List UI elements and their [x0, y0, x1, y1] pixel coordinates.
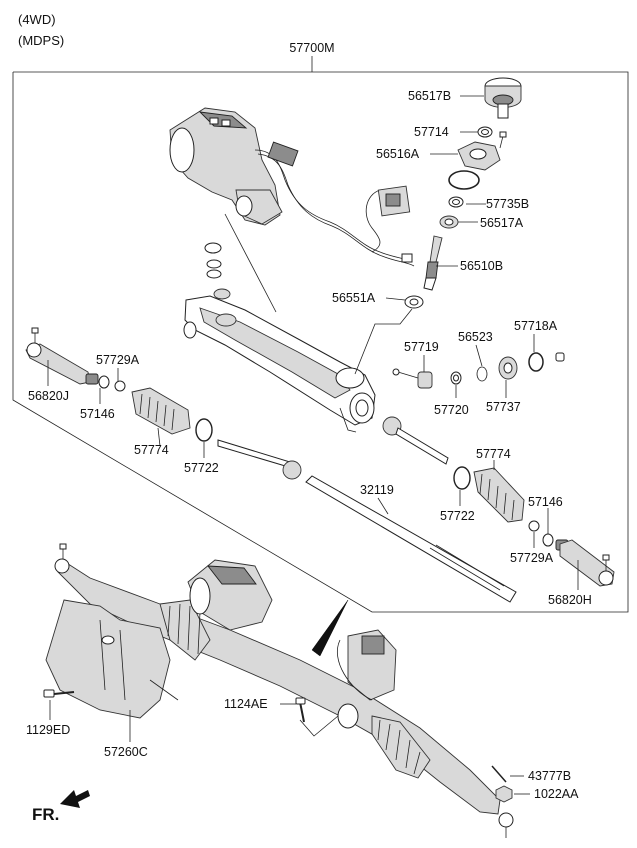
boot-57774-right[interactable]: [473, 467, 525, 523]
part-label-1124AE: 1124AE: [224, 697, 268, 711]
part-label-57722-right: 57722: [440, 509, 475, 523]
part-label-57719: 57719: [404, 340, 439, 354]
part-label-56516A: 56516A: [376, 147, 420, 161]
motor-ecu-unit[interactable]: [169, 107, 283, 226]
part-label-56517A: 56517A: [480, 216, 524, 230]
part-label-56523: 56523: [458, 330, 493, 344]
part-label-57774-right: 57774: [476, 447, 511, 461]
band-57722-left[interactable]: [195, 418, 213, 442]
band-57722-right[interactable]: [453, 466, 471, 490]
part-label-57146-right: 57146: [528, 495, 563, 509]
complete-gear-assembly[interactable]: [54, 543, 514, 838]
part-label-56820J: 56820J: [28, 389, 69, 403]
yoke-57737[interactable]: [498, 356, 518, 380]
locknut-57718A[interactable]: [528, 352, 565, 372]
part-label-32119: 32119: [360, 483, 394, 497]
assembly-number-label: 57700M: [289, 41, 334, 55]
part-label-57146-left: 57146: [80, 407, 115, 421]
part-label-57718A: 57718A: [514, 319, 558, 333]
part-label-1022AA: 1022AA: [534, 787, 579, 801]
housing-cover-56516A[interactable]: [457, 131, 507, 171]
part-label-57260C: 57260C: [104, 745, 148, 759]
rack-bar-32119[interactable]: [305, 475, 517, 603]
tie-rod-end-56820H[interactable]: [555, 539, 615, 587]
bearing-56517A[interactable]: [439, 215, 459, 229]
part-label-57729A-left: 57729A: [96, 353, 140, 367]
boot-57774-left[interactable]: [131, 387, 191, 435]
part-label-56551A: 56551A: [332, 291, 376, 305]
nut-1022AA[interactable]: [495, 785, 513, 803]
part-label-56820H: 56820H: [548, 593, 592, 607]
part-label-43777B: 43777B: [528, 769, 571, 783]
part-label-57720: 57720: [434, 403, 469, 417]
inner-tie-rod-right[interactable]: [382, 416, 449, 465]
front-direction-arrow-icon: [60, 790, 90, 808]
ring-56523[interactable]: [476, 366, 488, 382]
gear-housing[interactable]: [183, 295, 376, 433]
inner-tie-rod-left[interactable]: [217, 439, 302, 480]
part-label-57737: 57737: [486, 400, 521, 414]
bolt-1124AE[interactable]: [295, 697, 306, 723]
spring-57720[interactable]: [450, 371, 462, 385]
tie-rod-end-56820J[interactable]: [25, 327, 99, 385]
part-label-57735B: 57735B: [486, 197, 529, 211]
seal-57714[interactable]: [477, 126, 493, 138]
nut-57146-left[interactable]: [98, 375, 110, 389]
clip-57729A-left[interactable]: [114, 380, 126, 392]
leader-lines: [47, 95, 579, 795]
adjuster-plug-57719[interactable]: [392, 368, 433, 389]
wiring-harness[interactable]: [254, 141, 415, 267]
part-label-57729A-right: 57729A: [510, 551, 554, 565]
assembly-boundary: [12, 71, 629, 613]
nut-57146-right[interactable]: [542, 533, 554, 547]
part-label-1129ED: 1129ED: [26, 723, 70, 737]
pinion-cover-56517B[interactable]: [484, 77, 522, 119]
front-direction-label: FR.: [32, 805, 59, 824]
part-label-57774-left: 57774: [134, 443, 169, 457]
part-label-57714: 57714: [414, 125, 449, 139]
spacer-56551A[interactable]: [404, 295, 424, 309]
clip-57729A-right[interactable]: [528, 520, 540, 532]
variant-steering-label: (MDPS): [18, 33, 65, 48]
pinion-shaft-56510B[interactable]: [423, 235, 443, 291]
heat-shield-57260C[interactable]: [45, 599, 179, 719]
yoke-parts[interactable]: [204, 242, 231, 300]
part-label-56510B: 56510B: [460, 259, 503, 273]
part-label-57722-left: 57722: [184, 461, 219, 475]
assembly-pointer-wedge: [311, 599, 349, 657]
o-ring-57735B[interactable]: [448, 170, 480, 208]
bolt-1129ED[interactable]: [43, 689, 75, 698]
part-label-56517B: 56517B: [408, 89, 451, 103]
cotter-pin-43777B[interactable]: [491, 765, 507, 783]
variant-drive-label: (4WD): [18, 12, 56, 27]
